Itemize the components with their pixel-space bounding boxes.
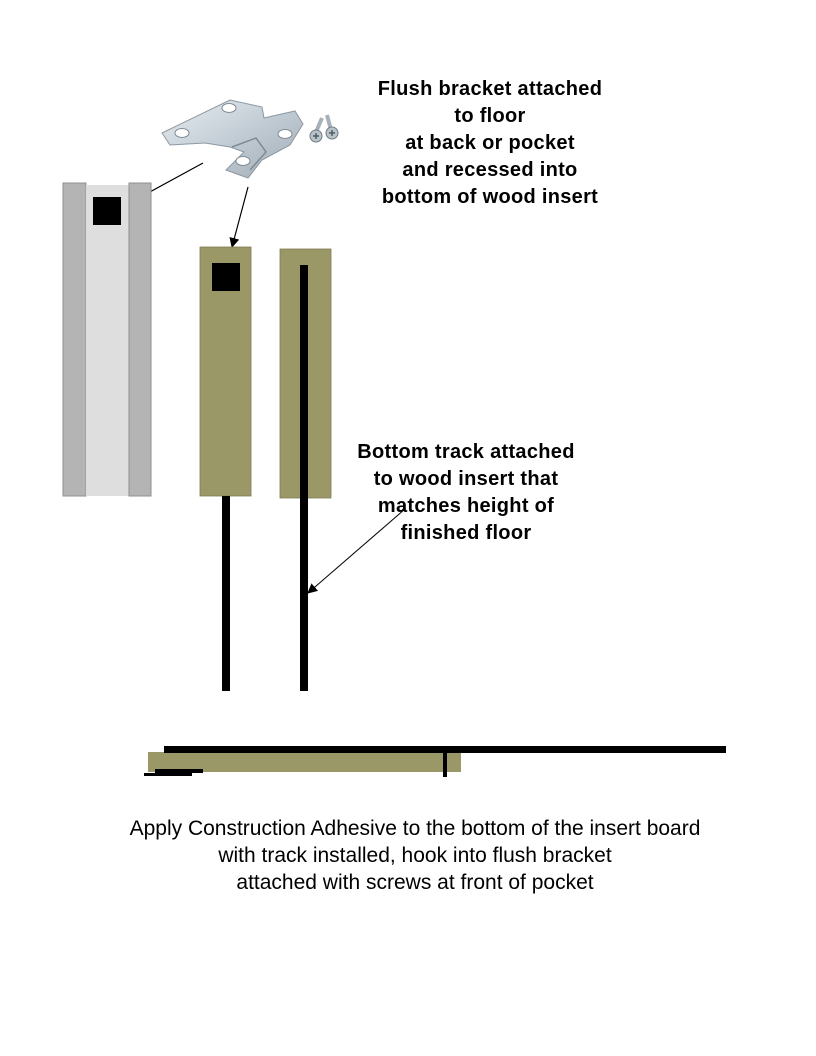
bracket-note: Flush bracket attached to floor at back … [340,76,640,211]
track-note-line: to wood insert that [373,468,559,490]
track-note-line: finished floor [400,522,532,544]
instructions-line: attached with screws at front of pocket [236,871,594,894]
instructions-line: Apply Construction Adhesive to the botto… [129,817,701,840]
arrow-to-insert-bracket [229,186,249,248]
track-note-line: Bottom track attached [357,441,575,463]
door-jamb-section [62,182,152,497]
instructions-line: with track installed, hook into flush br… [218,844,612,867]
bracket-note-line: bottom of wood insert [381,186,599,208]
track-note-line: matches height of [377,495,555,517]
side-view-assembly [144,746,726,777]
arrow-to-track [307,508,406,594]
screw-icon [309,114,339,143]
wood-insert-with-bracket [199,246,252,691]
wood-insert-with-track [279,248,332,691]
bracket-note-line: to floor [454,105,526,127]
instructions-caption: Apply Construction Adhesive to the botto… [30,815,800,896]
bracket-note-line: at back or pocket [405,132,575,154]
track-note: Bottom track attached to wood insert tha… [325,439,607,547]
bracket-note-line: Flush bracket attached [377,78,603,100]
bracket-note-line: and recessed into [402,159,578,181]
flush-bracket-icon [161,99,304,179]
